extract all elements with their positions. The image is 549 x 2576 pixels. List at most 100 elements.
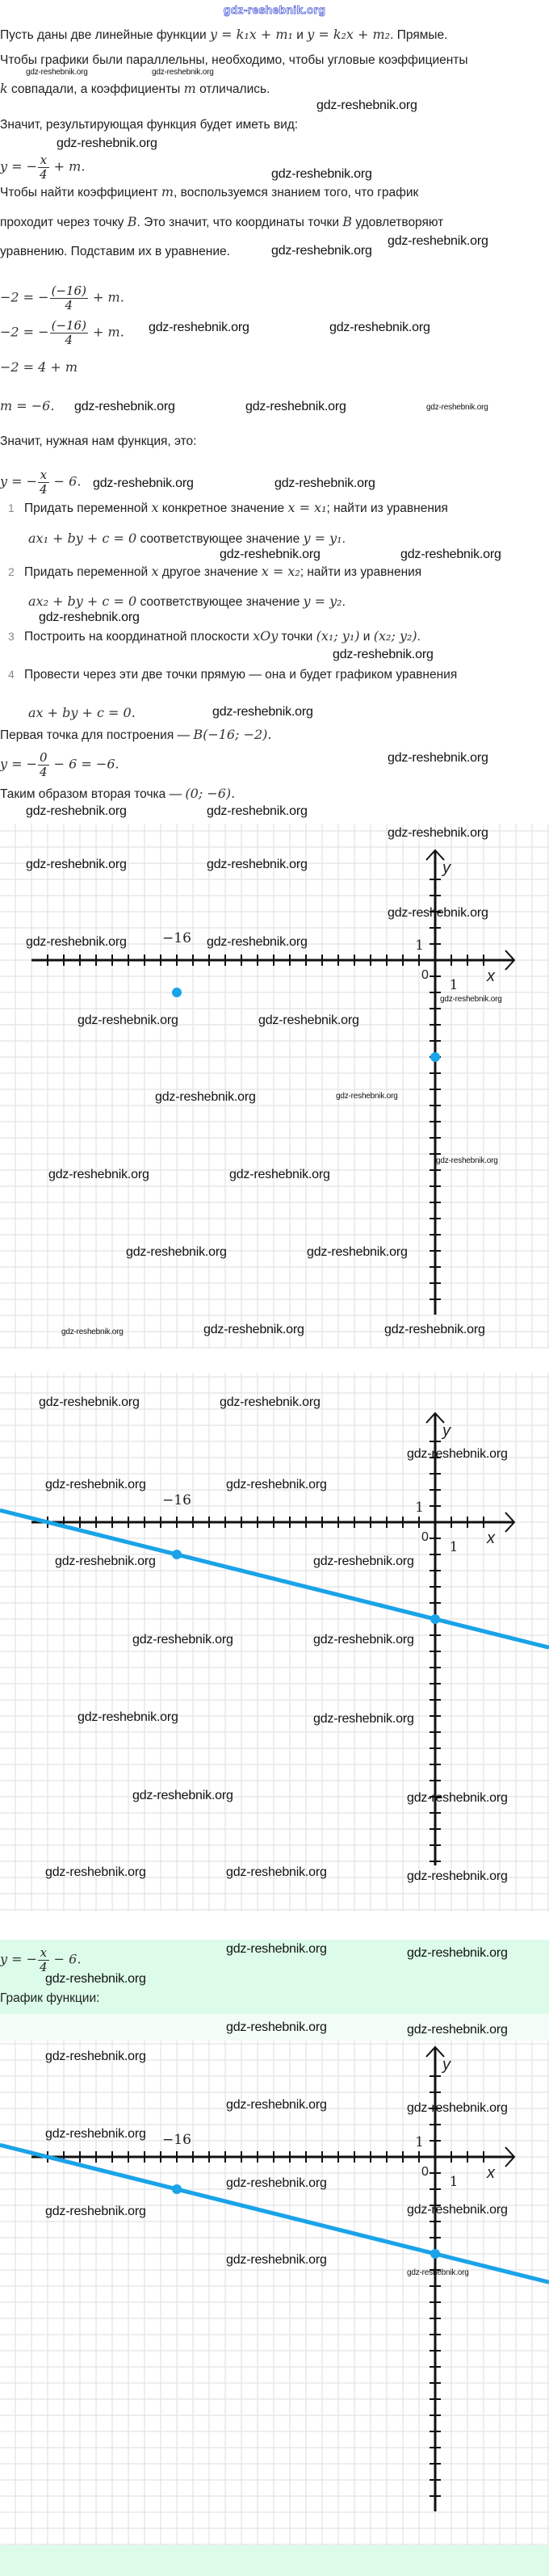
text-line: −2 = 4 + m <box>0 359 78 375</box>
x-unit-label: 1 <box>450 2174 459 2190</box>
watermark-text: gdz-reshebnik.org <box>57 136 157 150</box>
watermark-text: gdz-reshebnik.org <box>407 2268 469 2277</box>
watermark-text: gdz-reshebnik.org <box>440 994 502 1004</box>
watermark-text: gdz-reshebnik.org <box>45 1971 146 1986</box>
watermark-text: gdz-reshebnik.org <box>61 1327 124 1336</box>
math-expression: B <box>342 214 353 229</box>
x-unit-label: 1 <box>450 977 459 993</box>
fraction-denominator: 4 <box>40 765 48 779</box>
watermark-text: gdz-reshebnik.org <box>400 547 501 561</box>
watermark-text: gdz-reshebnik.org <box>207 934 308 949</box>
watermark-text: gdz-reshebnik.org <box>226 2252 327 2267</box>
math-expression: −2 = − <box>0 324 49 340</box>
text-line: Значит, результирующая функция будет име… <box>0 117 298 133</box>
watermark-text: gdz-reshebnik.org <box>329 320 430 334</box>
grid <box>0 1373 549 1911</box>
watermark-text: gdz-reshebnik.org <box>149 320 249 334</box>
watermark-text: gdz-reshebnik.org <box>26 803 127 818</box>
data-point <box>172 988 182 997</box>
watermark-text: gdz-reshebnik.org <box>226 1865 327 1879</box>
fraction-denominator: 4 <box>65 298 73 313</box>
fraction-numerator: x <box>38 1946 49 1961</box>
watermark-text: gdz-reshebnik.org <box>39 1395 140 1409</box>
text-line: Таким образом вторая точка — (0; −6). <box>0 786 235 802</box>
answer-box <box>0 1940 549 2014</box>
watermark-text: gdz-reshebnik.org <box>152 67 214 77</box>
text-segment: Придать переменной <box>24 501 152 515</box>
x-axis-arrow-icon <box>505 2146 516 2167</box>
fraction: (−16)4 <box>49 284 88 313</box>
text-segment: . Это значит, что координаты точки <box>136 216 343 229</box>
text-segment: График функции: <box>0 1991 100 2005</box>
watermark-text: gdz-reshebnik.org <box>407 1446 508 1461</box>
text-segment: , воспользуемся знанием того, что график <box>174 186 419 199</box>
watermark-text: gdz-reshebnik.org <box>45 2049 146 2063</box>
text-segment: . <box>342 532 346 546</box>
y-axis-arrow-icon <box>425 849 445 861</box>
math-expression: y = − <box>0 1951 38 1967</box>
math-expression: m <box>183 81 196 96</box>
text-segment: и <box>292 28 308 42</box>
watermark-text: gdz-reshebnik.org <box>384 1322 485 1336</box>
fraction: (−16)4 <box>49 319 88 347</box>
watermark-text: gdz-reshebnik.org <box>45 1477 146 1491</box>
watermark-text: gdz-reshebnik.org <box>203 1322 304 1336</box>
fraction-numerator: x <box>38 468 49 483</box>
watermark-text: gdz-reshebnik.org <box>226 2175 327 2190</box>
watermark-text: gdz-reshebnik.org <box>45 2126 146 2141</box>
text-segment: отличались. <box>195 82 270 96</box>
watermark-text: gdz-reshebnik.org <box>407 2100 508 2115</box>
x-axis-arrow-icon <box>505 1512 516 1533</box>
watermark-text: gdz-reshebnik.org <box>316 98 417 112</box>
data-point <box>430 1614 440 1624</box>
math-expression: (x₁; y₁) <box>316 628 360 644</box>
math-expression: B(−16; −2). <box>193 727 272 742</box>
math-expression: (0; −6). <box>185 786 236 801</box>
math-expression: −2 = − <box>0 289 49 305</box>
text-segment: Построить на координатной плоскости <box>24 630 254 644</box>
grid <box>0 824 549 1349</box>
watermark-text: gdz-reshebnik.org <box>212 704 313 719</box>
origin-label: 0 <box>421 968 429 982</box>
x-tick-label: −16 <box>162 2132 191 2148</box>
text-segment: Чтобы найти коэффициент <box>0 186 161 199</box>
math-expression: − 6. <box>49 473 82 489</box>
watermark-text: gdz-reshebnik.org <box>132 1788 233 1802</box>
watermark-text: gdz-reshebnik.org <box>226 2020 327 2034</box>
fraction-denominator: 4 <box>40 482 48 497</box>
watermark-text: gdz-reshebnik.org <box>226 1477 327 1491</box>
text-segment: другое значение <box>158 565 262 579</box>
fraction-numerator: 0 <box>38 750 49 766</box>
watermark-text: gdz-reshebnik.org <box>407 1945 508 1960</box>
text-segment: Провести через эти две точки прямую — он… <box>24 668 458 682</box>
watermark-text: gdz-reshebnik.org <box>271 166 372 181</box>
fraction-numerator: x <box>38 153 49 168</box>
watermark-text: gdz-reshebnik.org <box>436 1156 498 1165</box>
math-expression: ax₁ + by + c = 0 <box>28 531 137 546</box>
site-logo-watermark: gdz-reshebnik.org <box>223 3 326 17</box>
text-segment: . <box>342 595 346 609</box>
watermark-text: gdz-reshebnik.org <box>78 1710 178 1724</box>
watermark-text: gdz-reshebnik.org <box>93 476 194 490</box>
math-expression: x <box>151 564 159 579</box>
watermark-text: gdz-reshebnik.org <box>274 476 375 490</box>
watermark-text: gdz-reshebnik.org <box>55 1554 156 1568</box>
x-axis-label: x <box>486 1529 496 1547</box>
list-number: 1 <box>8 501 15 514</box>
math-expression: ax₂ + by + c = 0 <box>28 594 137 609</box>
watermark-text: gdz-reshebnik.org <box>48 1167 149 1181</box>
math-expression: x = x₂ <box>261 564 300 579</box>
text-segment: Пусть даны две линейные функции <box>0 28 210 42</box>
x-axis-label: x <box>486 967 496 985</box>
y-unit-label: 1 <box>415 2134 424 2150</box>
text-segment: . <box>417 630 421 644</box>
watermark-text: gdz-reshebnik.org <box>388 233 488 248</box>
math-expression: −2 = 4 + m <box>0 359 78 375</box>
